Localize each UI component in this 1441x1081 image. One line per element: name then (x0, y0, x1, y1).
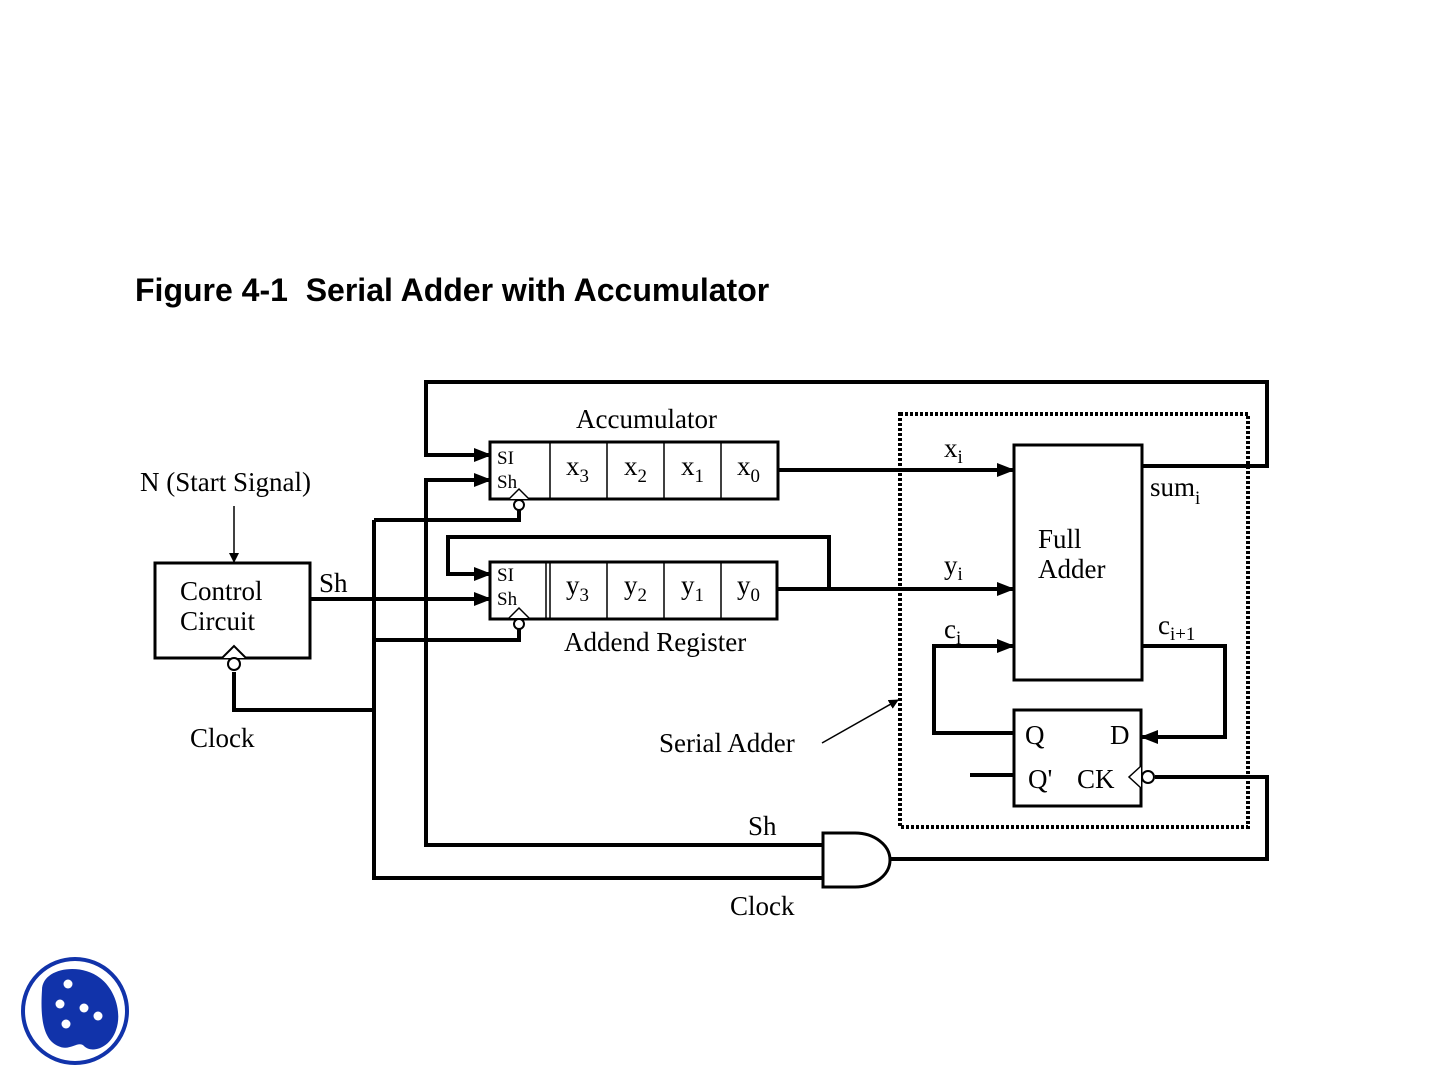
control-sh-label: Sh (319, 568, 348, 598)
control-circuit: Control Circuit (155, 563, 310, 670)
control-label-2: Circuit (180, 606, 255, 636)
acc-sh-label: Sh (497, 472, 518, 493)
ff-d-label: D (1110, 720, 1130, 750)
carry-flip-flop: Q D Q' CK (1014, 710, 1154, 806)
add-si-label: SI (497, 565, 514, 586)
start-signal-label: N (Start Signal) (140, 467, 311, 497)
control-clock-bubble (228, 658, 240, 670)
ff-qbar-label: Q' (1028, 764, 1052, 794)
yi-label: yi (944, 550, 963, 585)
add-sh-label: Sh (497, 589, 518, 610)
acc-si-label: SI (497, 448, 514, 469)
full-adder-label-2: Adder (1038, 554, 1105, 584)
serial-adder-label: Serial Adder (659, 728, 795, 758)
gate-clock-label: Clock (730, 891, 795, 921)
ci1-label: ci+1 (1158, 610, 1195, 645)
full-adder-label-1: Full (1038, 524, 1082, 554)
ci-label: ci (944, 614, 961, 649)
full-adder: Full Adder (1014, 445, 1142, 680)
ff-q-label: Q (1025, 720, 1045, 750)
blob-logo-icon (23, 959, 127, 1063)
xi-label: xi (944, 433, 963, 468)
accumulator-label: Accumulator (576, 404, 717, 434)
control-clock-label: Clock (190, 723, 255, 753)
addend-register-label: Addend Register (564, 627, 746, 657)
sumi-label: sumi (1150, 472, 1200, 509)
control-label-1: Control (180, 576, 263, 606)
and-gate (823, 833, 890, 887)
ff-ck-label: CK (1077, 764, 1115, 794)
ck-bubble (1142, 771, 1154, 783)
gate-sh-label: Sh (748, 811, 777, 841)
